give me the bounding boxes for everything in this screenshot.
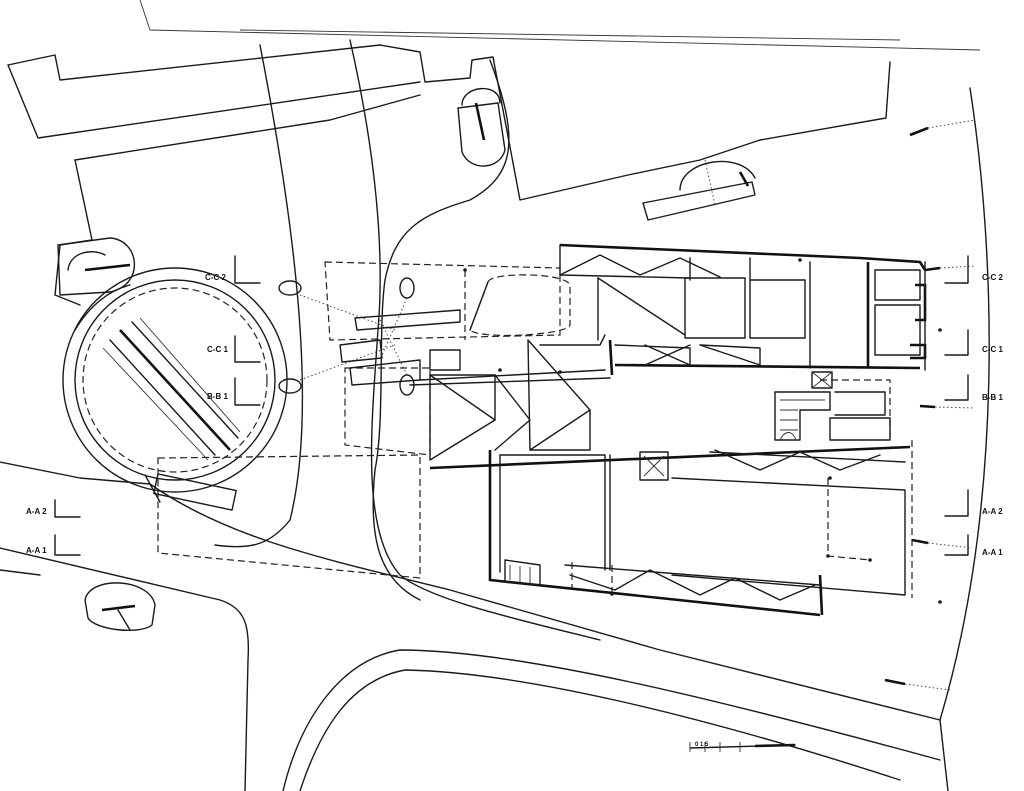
section-marker-bb1-left: B-B 1 [207,377,261,406]
lower-wing [488,440,913,617]
right-boundary [939,87,990,721]
entrance-lamps [884,119,976,691]
section-label: B-B 1 [207,392,228,401]
kiosk-left [57,237,136,296]
section-label: C-C 2 [205,273,226,282]
section-label: C-C 2 [982,273,1003,282]
section-marker-cc2-left: C-C 2 [205,255,261,284]
top-property-edge [139,0,981,51]
boundary-upper [54,159,93,306]
section-marker-cc1-right: C-C 1 [944,329,1003,356]
section-markers-right: C-C 2 C-C 1 B-B 1 A-A 2 A-A 1 [944,255,1003,557]
road-curve-inner [372,59,510,601]
kiosk-top [457,87,506,167]
light-fixtures [278,277,415,396]
section-label: A-A 1 [982,548,1003,557]
scale-bar-text: 0 1 5 [695,742,709,748]
road-lower-left [0,461,151,485]
stair-core [774,371,891,441]
section-marker-aa2-left: A-A 2 [26,499,81,518]
section-label: B-B 1 [982,393,1003,402]
road-curve-left [214,44,304,548]
section-label: A-A 2 [26,507,47,516]
section-label: A-A 2 [982,507,1003,516]
central-volumes [339,309,911,470]
scale-bar: 0 1 5 [689,742,796,752]
upper-wing [559,243,927,440]
circular-courtyard [62,267,288,511]
kiosk-top-right [642,159,756,221]
section-marker-aa1-right: A-A 1 [944,534,1003,557]
section-marker-bb1-right: B-B 1 [944,374,1003,402]
parking-block [469,274,571,337]
section-label: A-A 1 [26,546,47,555]
road-lower-curve [282,649,941,791]
column-dots [463,258,942,604]
section-marker-aa2-right: A-A 2 [944,489,1003,517]
section-marker-cc1-left: C-C 1 [207,335,261,363]
section-marker-aa1-left: A-A 1 [26,534,81,556]
kiosk-bottom-left [84,582,156,631]
section-markers-left: C-C 2 C-C 1 B-B 1 A-A 2 A-A 1 [26,255,261,556]
section-marker-cc2-right: C-C 2 [944,255,1003,284]
section-label: C-C 1 [982,345,1003,354]
section-label: C-C 1 [207,345,228,354]
adjacent-building-top-left [7,44,891,201]
